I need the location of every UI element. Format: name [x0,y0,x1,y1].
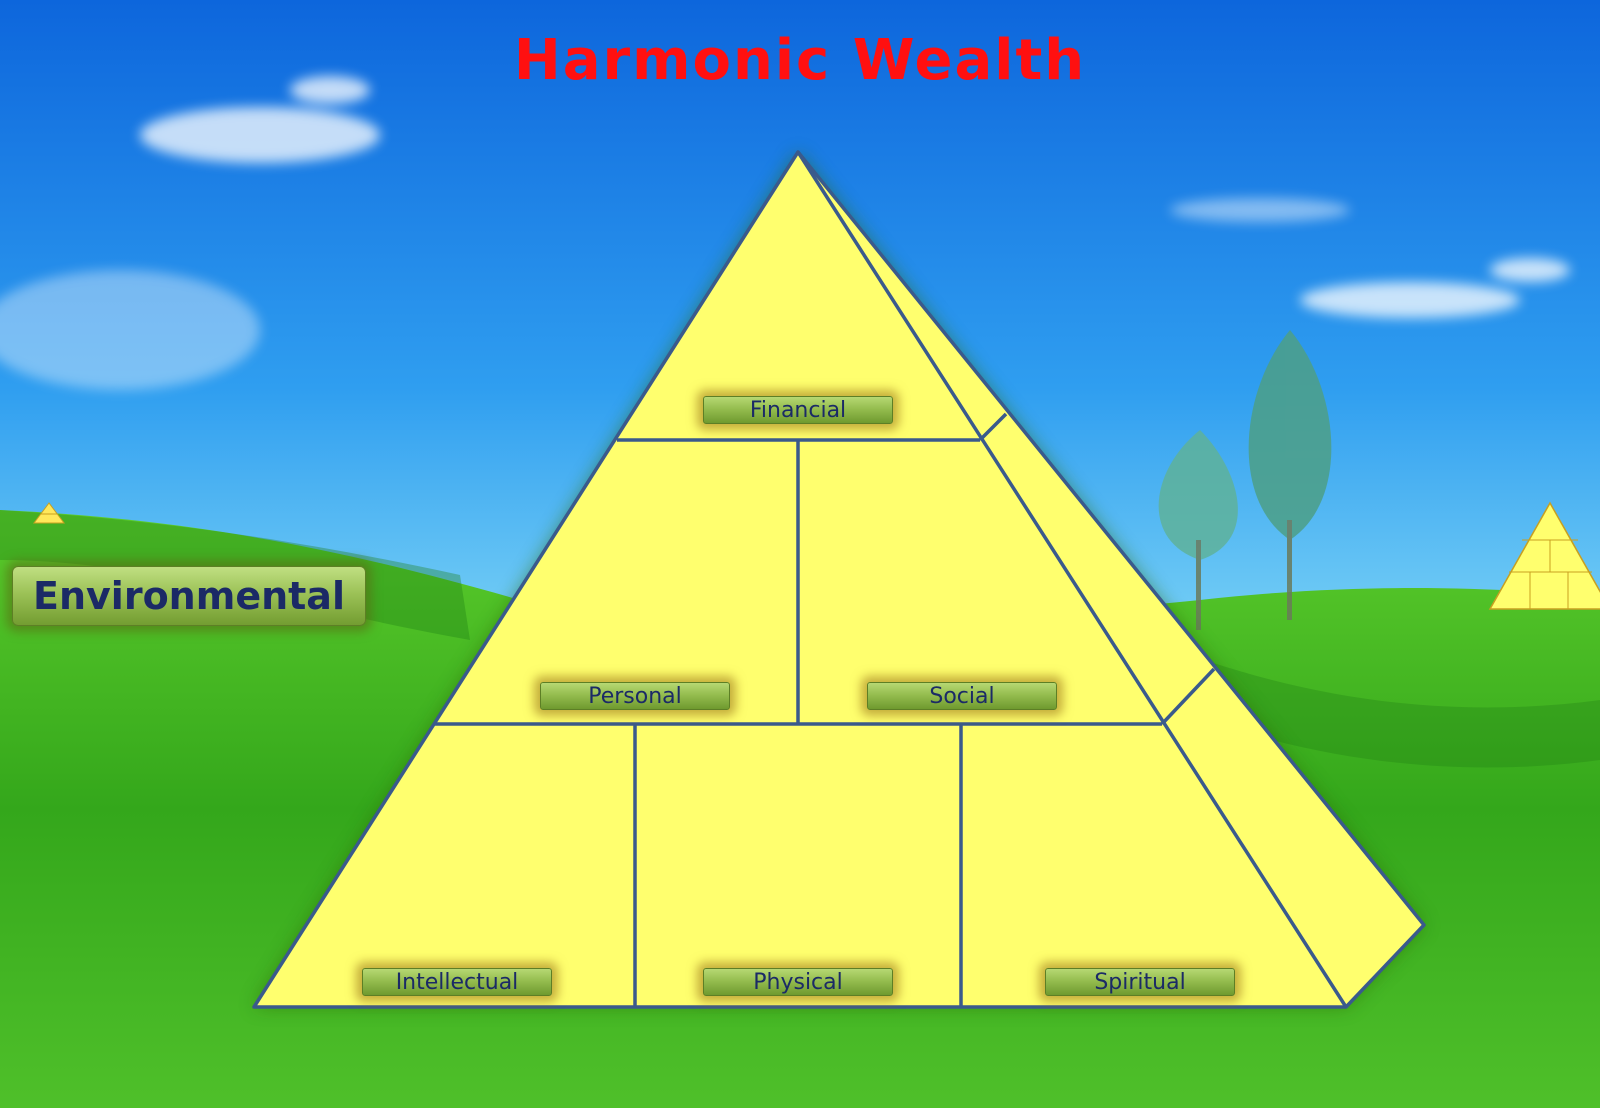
environmental-button[interactable]: Environmental [12,566,366,626]
physical-button[interactable]: Physical [703,968,893,996]
spiritual-button[interactable]: Spiritual [1045,968,1235,996]
personal-button[interactable]: Personal [540,682,730,710]
intellectual-button[interactable]: Intellectual [362,968,552,996]
financial-button[interactable]: Financial [703,396,893,424]
social-button[interactable]: Social [867,682,1057,710]
